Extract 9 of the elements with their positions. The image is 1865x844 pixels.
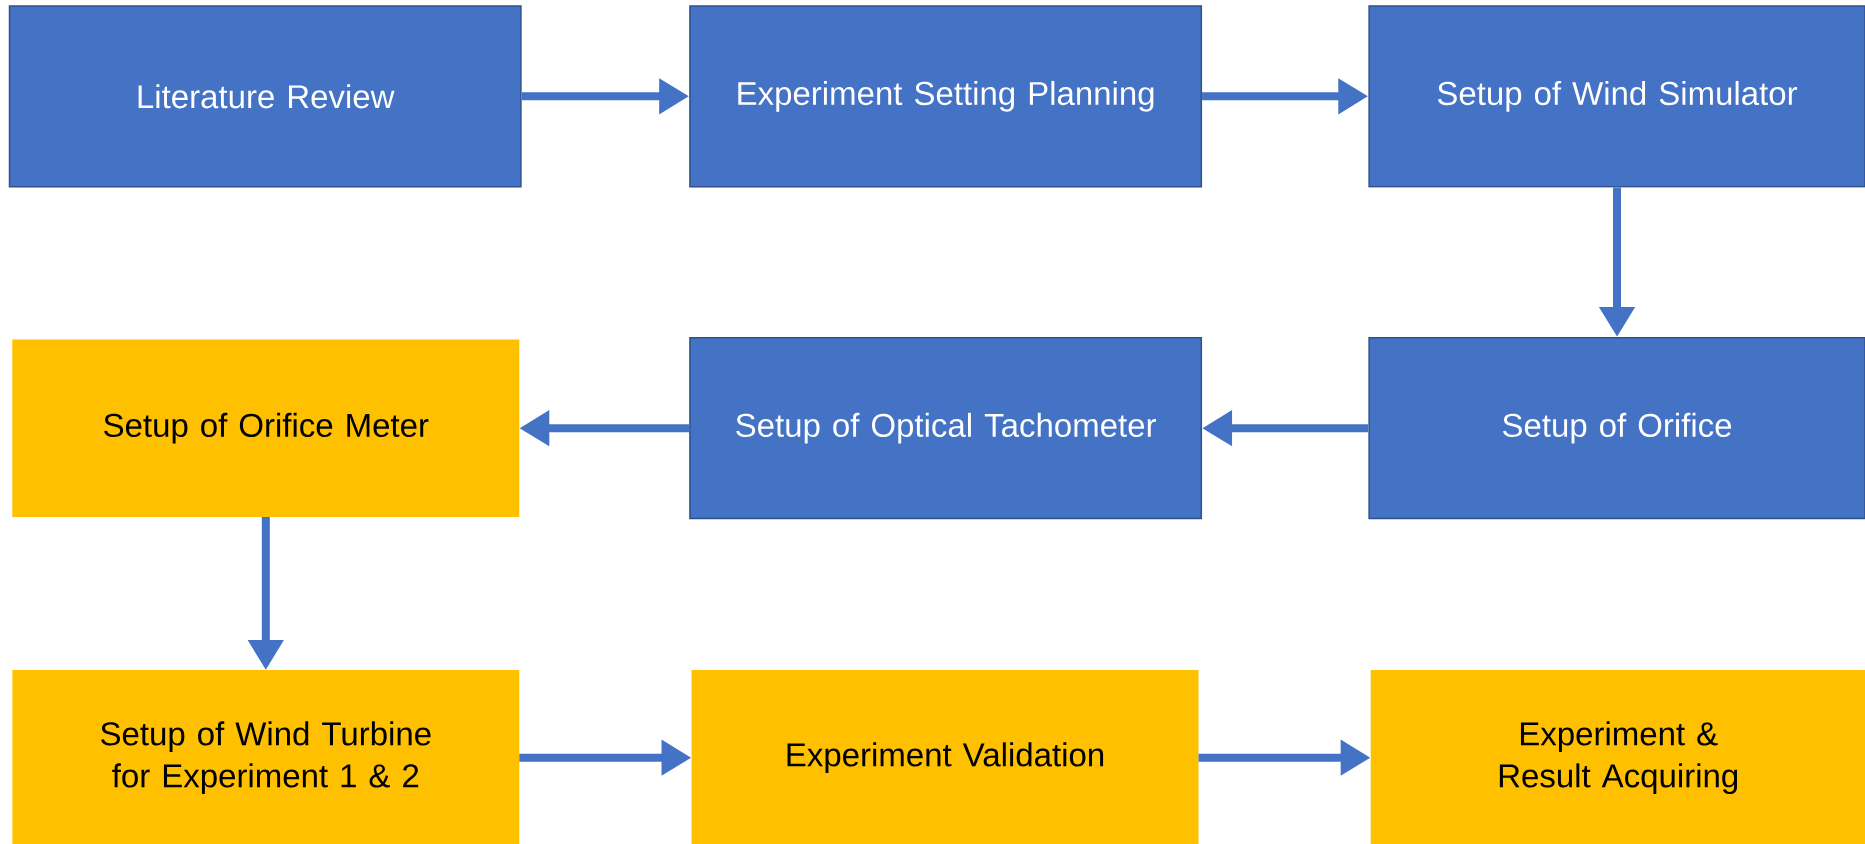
process-box: Setup of Orifice [1368,337,1865,520]
process-box: Setup of Wind Simulator [1368,5,1865,188]
process-box: Literature Review [8,5,522,188]
process-box: Experiment Validation [691,670,1199,844]
process-box: Setup of Wind Turbine for Experiment 1 & 2 [12,670,520,844]
process-box: Setup of Orifice Meter [12,339,520,517]
process-box: Experiment & Result Acquiring [1370,670,1865,844]
process-box: Setup of Optical Tachometer [689,337,1203,520]
process-box: Experiment Setting Planning [689,5,1203,188]
